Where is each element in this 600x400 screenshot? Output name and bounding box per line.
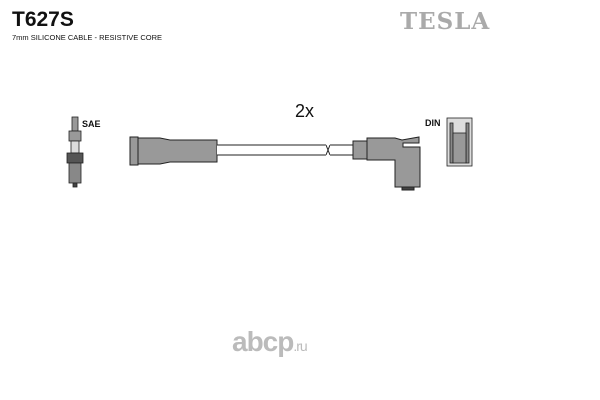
sae-label: SAE: [82, 119, 101, 129]
watermark: abcp.ru: [232, 326, 308, 357]
left-boot: [129, 136, 218, 166]
din-connector-icon: [446, 117, 473, 167]
quantity-label: 2x: [295, 101, 315, 121]
right-boot: [352, 136, 421, 191]
spark-plug-icon: [66, 116, 84, 188]
product-code: T627S: [12, 8, 74, 31]
brand-logo: TESLA: [400, 8, 491, 35]
product-description: 7mm SILICONE CABLE - RESISTIVE CORE: [12, 33, 163, 42]
din-label: DIN: [425, 118, 441, 128]
